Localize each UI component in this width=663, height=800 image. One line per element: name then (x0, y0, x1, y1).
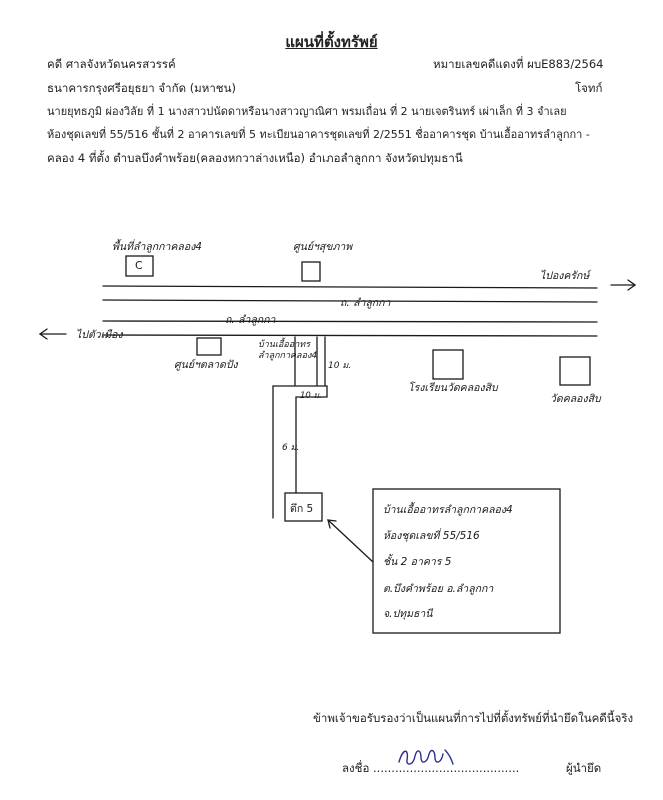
road-width-10m-a: 10 ม. (328, 361, 352, 371)
police-station-box (125, 255, 154, 277)
village-name-label: บ้านเอื้ออาทรลำลูกกาคลอง4 (258, 340, 318, 361)
plaintiff-role: โจทก์ (575, 81, 603, 95)
pointer-head (327, 519, 337, 529)
plaintiff-name: ธนาคารกรุงศรีอยุธยา จำกัด (มหาชน) (47, 81, 236, 95)
handwritten-signature (398, 749, 454, 765)
callout-province: จ.ปทุมธานี (383, 608, 433, 620)
school-box (432, 349, 464, 380)
callout-district: ต.บึงคำพร้อย อ.ลำลูกกา (383, 583, 494, 595)
police-station-label: พื้นที่ลำลูกกาคลอง4 (112, 241, 202, 253)
market-box (196, 337, 222, 356)
road-label-upper: ถ. ลำลูกกา (340, 297, 391, 309)
case-number: หมายเลขคดีแดงที่ ผบE883/2564 (433, 57, 604, 71)
to-town-label: ไปตัวเมือง (76, 329, 123, 341)
arrow-left-head (38, 328, 48, 340)
police-symbol: C (135, 259, 143, 272)
health-center-label: ศูนย์ฯสุขภาพ (293, 241, 353, 253)
pointer-line (327, 519, 374, 563)
callout-floor: ชั้น 2 อาคาร 5 (383, 556, 452, 568)
signature-line: ลงชื่อ .................................… (342, 761, 520, 775)
page-title: แผนที่ตั้งทรัพย์ (285, 33, 378, 51)
building-5-label: ตึก 5 (290, 503, 314, 515)
arrow-right-head (627, 279, 637, 291)
defendants-line: นายยุทธภูมิ ผ่องวิลัย ที่ 1 นางสาวปนัดดา… (47, 105, 567, 118)
road-label-lower: ถ. ลำลูกกา (225, 314, 276, 326)
court-name: คดี ศาลจังหวัดนครสวรรค์ (47, 57, 176, 71)
callout-village: บ้านเอื้ออาทรลำลูกกาคลอง4 (383, 504, 513, 516)
soi-width-6m: 6 ม. (282, 443, 300, 453)
signer-role: ผู้นำยึด (566, 761, 602, 775)
to-ongkharak-label: ไปองครักษ์ (540, 270, 590, 282)
property-line-2: คลอง 4 ที่ตั้ง ตำบลบึงคำพร้อย(คลองหกวาล่… (47, 151, 463, 165)
market-label: ศูนย์ฯตลาดปัง (174, 359, 238, 371)
property-line-1: ห้องชุดเลขที่ 55/516 ชั้นที่ 2 อาคารเลขท… (47, 128, 590, 141)
building-5-box (284, 492, 323, 522)
road-line-4 (102, 334, 598, 337)
callout-box (372, 488, 561, 634)
temple-box (559, 356, 591, 386)
callout-unit: ห้องชุดเลขที่ 55/516 (383, 530, 480, 542)
certification-text: ข้าพเจ้าขอรับรองว่าเป็นแผนที่การไปที่ตั้… (313, 711, 634, 725)
road-line-1 (102, 285, 598, 289)
health-center-box (301, 261, 321, 282)
road-width-10m-b: 10 ม. (300, 391, 322, 401)
road-line-3 (102, 320, 598, 323)
school-label: โรงเรียนวัดคลองสิบ (408, 382, 498, 394)
temple-label: วัดคลองสิบ (550, 393, 601, 405)
road-line-2 (102, 299, 598, 303)
